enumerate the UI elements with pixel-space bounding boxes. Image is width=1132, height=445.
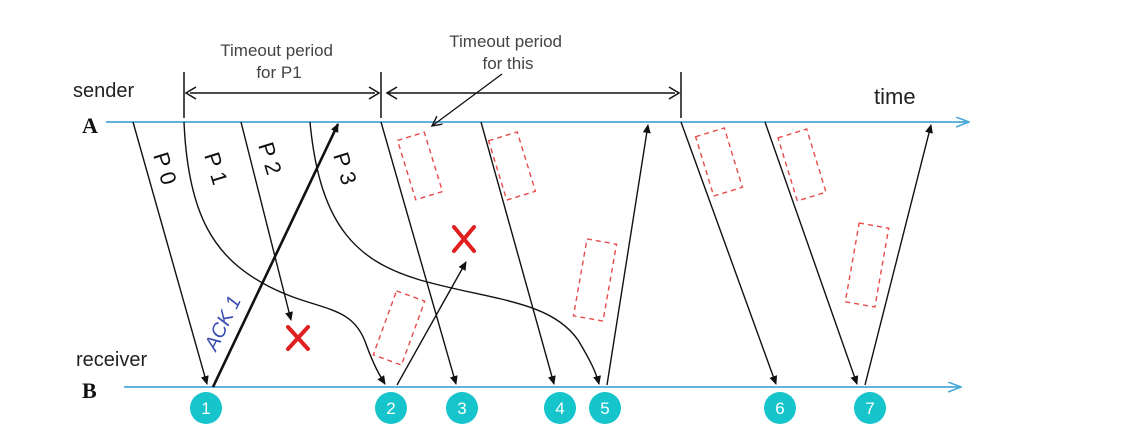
- dashed-window-box: [694, 127, 744, 197]
- packet-p2-arrow: [240, 121, 293, 321]
- dashed-window-box: [396, 131, 444, 201]
- ack2-lost-mark: [452, 225, 476, 253]
- marker-2-number: 2: [386, 399, 395, 418]
- node-a-label: A: [82, 113, 98, 138]
- time-label: time: [874, 84, 916, 109]
- node-b-label: B: [82, 378, 97, 403]
- timeout-p1-line-1: Timeout period: [220, 41, 333, 60]
- marker-4: 4: [544, 392, 576, 424]
- marker-5-number: 5: [600, 399, 609, 418]
- dashed-window-box: [777, 128, 827, 202]
- timeout-p1-line-2: for P1: [256, 63, 301, 82]
- marker-1-number: 1: [201, 399, 210, 418]
- timeout-bracket-this: [385, 72, 682, 118]
- timeout-bracket-p1: [183, 72, 382, 118]
- ack2-arrow: [396, 261, 467, 386]
- sender-label: sender: [73, 80, 134, 102]
- ack1-arrow: [211, 123, 340, 388]
- marker-1: 1: [190, 392, 222, 424]
- packet-p1-label: P 1: [199, 149, 232, 188]
- dashed-window-box: [372, 290, 426, 366]
- marker-2: 2: [375, 392, 407, 424]
- dashed-window-box: [487, 131, 537, 201]
- packet-p1-arrow: [183, 121, 386, 385]
- timeout-this-caption: Timeout period for this: [449, 32, 567, 73]
- marker-4-number: 4: [555, 399, 564, 418]
- marker-6: 6: [764, 392, 796, 424]
- marker-3: 3: [446, 392, 478, 424]
- timeout-this-line-2: for this: [482, 54, 533, 73]
- marker-3-number: 3: [457, 399, 466, 418]
- packet-p3-label: P 3: [328, 149, 361, 188]
- timeout-p1-caption: Timeout period for P1: [220, 41, 338, 82]
- packet-p3-arrow: [309, 121, 601, 385]
- dashed-window-box: [572, 238, 618, 322]
- retransmit-p1-arrow: [380, 121, 458, 385]
- marker-6-number: 6: [775, 399, 784, 418]
- receiver-label: receiver: [76, 349, 147, 371]
- marker-7: 7: [854, 392, 886, 424]
- packet-7-arrow: [764, 121, 859, 385]
- marker-5: 5: [589, 392, 621, 424]
- ack1-label: ACK 1: [200, 293, 246, 356]
- packet-p0-arrow: [132, 121, 209, 385]
- packet-p0-label: P 0: [148, 149, 181, 188]
- dashed-window-box: [844, 222, 890, 308]
- packet-p2-label: P 2: [253, 139, 286, 178]
- timeout-this-line-1: Timeout period: [449, 32, 562, 51]
- ack3-arrow: [606, 124, 651, 386]
- ack-final-arrow: [864, 124, 933, 386]
- packet-6-arrow: [680, 121, 778, 385]
- timeout-this-pointer: [432, 73, 503, 126]
- packet-p2-lost-mark: [286, 325, 310, 351]
- marker-7-number: 7: [865, 399, 874, 418]
- retransmit-p2-arrow: [480, 121, 556, 385]
